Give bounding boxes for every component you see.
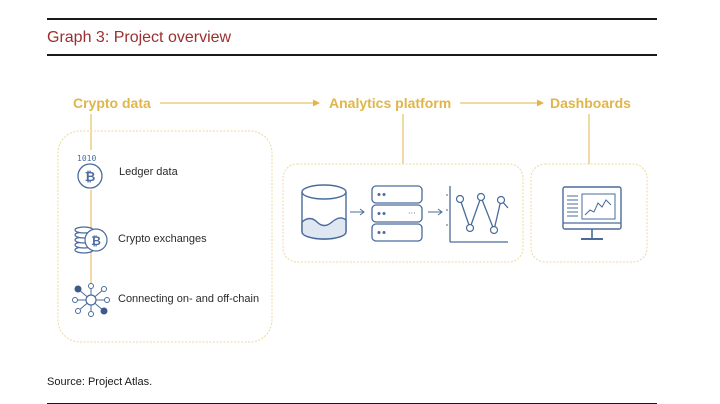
- stage-crypto-data: Crypto data: [73, 95, 151, 111]
- dashboards-box: [530, 163, 648, 263]
- svg-text:₿: ₿: [85, 170, 96, 185]
- svg-text:···: ···: [408, 209, 416, 218]
- arrow-db-to-server: [350, 208, 365, 216]
- network-hub-icon: [72, 283, 110, 317]
- top-rule: [47, 18, 657, 20]
- source-on-off-chain: Connecting on- and off-chain: [118, 293, 260, 305]
- source-ledger-data: Ledger data: [119, 166, 178, 178]
- crypto-data-box: [57, 130, 273, 343]
- monitor-dashboard-icon: [562, 186, 622, 240]
- server-stack-icon: ···: [371, 185, 423, 242]
- figure-title: Graph 3: Project overview: [47, 29, 232, 46]
- stage-dashboards: Dashboards: [550, 95, 631, 111]
- analytics-box: [282, 163, 524, 263]
- database-icon: [301, 184, 347, 240]
- coin-stack-icon: ₿: [74, 226, 108, 254]
- line-chart-icon: [446, 186, 509, 243]
- svg-text:1010: 1010: [77, 154, 96, 163]
- flow-arrow-2: [460, 99, 544, 107]
- title-underline: [47, 54, 657, 56]
- flow-arrow-1: [160, 99, 320, 107]
- source-crypto-exchanges: Crypto exchanges: [118, 233, 207, 245]
- bitcoin-ledger-icon: 1010 ₿: [77, 154, 103, 189]
- arrow-server-to-chart: [428, 208, 443, 216]
- stage-analytics-platform: Analytics platform: [329, 95, 452, 111]
- source-note: Source: Project Atlas.: [47, 376, 153, 388]
- svg-text:₿: ₿: [91, 234, 101, 248]
